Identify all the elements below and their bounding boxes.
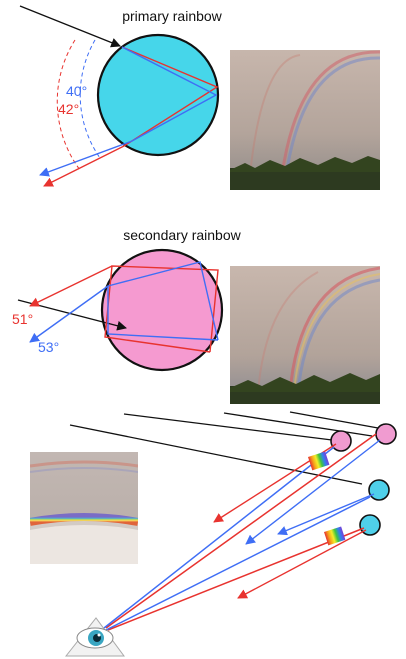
out-ray-blue-2 — [277, 493, 375, 536]
primary-angle-arc-red — [56, 39, 81, 171]
sun-ray-3 — [223, 412, 373, 437]
secondary-label-blue: 53° — [38, 339, 59, 355]
sun-ray-1 — [69, 424, 363, 485]
out-ray-blue-1 — [245, 439, 381, 545]
secondary-label-red: 51° — [12, 311, 33, 327]
eye-ray-red-2 — [107, 527, 365, 631]
eye-ray-blue-2 — [105, 496, 371, 631]
primary-raindrop — [96, 33, 220, 157]
primary-rainbow-photo — [230, 50, 380, 190]
primary-title: primary rainbow — [122, 8, 222, 24]
spectrum-icon — [308, 451, 330, 471]
primary-blue-path — [121, 46, 218, 142]
eye-ray-blue-1 — [103, 446, 335, 629]
eye-ray-red-1 — [105, 433, 377, 629]
primary-blue-exit — [39, 140, 133, 177]
small-drop-3 — [368, 479, 390, 501]
primary-label-blue: 40° — [66, 83, 87, 99]
secondary-title: secondary rainbow — [123, 227, 241, 243]
primary-incoming-ray — [19, 5, 121, 48]
spectrum-icon — [324, 526, 346, 546]
sun-ray-4 — [289, 411, 379, 429]
sun-ray-2 — [123, 413, 333, 441]
eye-icon — [64, 617, 125, 657]
secondary-red-exit — [29, 265, 113, 307]
small-drop-1 — [330, 430, 352, 452]
primary-red-exit — [43, 145, 125, 187]
primary-angle-arc-blue — [79, 39, 101, 159]
primary-red-path — [121, 46, 219, 147]
primary-label-red: 42° — [58, 101, 79, 117]
secondary-rainbow-photo — [230, 266, 380, 404]
rainbow-closeup-photo — [30, 452, 138, 564]
secondary-blue-exit — [29, 285, 109, 343]
out-ray-red-2 — [237, 529, 367, 599]
